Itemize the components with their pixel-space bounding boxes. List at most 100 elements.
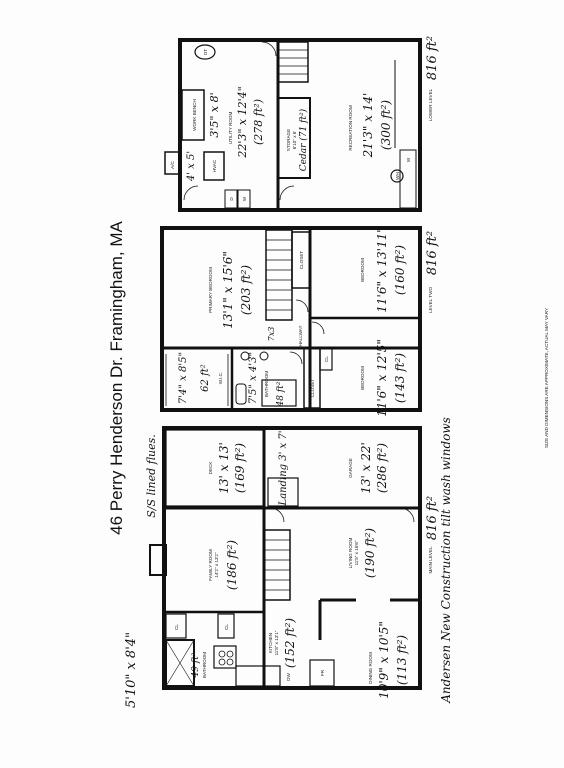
- ac-label: A/C: [170, 160, 175, 168]
- recreation-room-name: RECREATION ROOM: [348, 105, 353, 151]
- washer-box: [237, 189, 251, 209]
- door-swing: [311, 321, 325, 335]
- recreation-room-area-note: (300 ft²): [379, 100, 393, 150]
- hallway-name: HALLWAY: [298, 325, 303, 346]
- wic-name: W.I.C.: [218, 372, 223, 385]
- wic-dims-note: 7'4" x 8'5": [178, 352, 189, 404]
- main-level-outline: [162, 426, 422, 690]
- dishwasher-label: DW: [286, 673, 291, 681]
- level-two-cl-box: [319, 347, 333, 371]
- hallway-note: 7x3: [267, 327, 276, 342]
- dryer-box: [224, 189, 238, 209]
- dining-room-area-note: (113 ft²): [395, 635, 409, 685]
- living-room-area-note: (190 ft²): [363, 528, 377, 578]
- lower-stairs-treads: [278, 49, 308, 75]
- oil-tank-oval: [194, 44, 216, 60]
- fireplace: [149, 544, 167, 576]
- door-swing: [289, 351, 303, 365]
- utility-room-area-note: (278 ft²): [252, 99, 265, 145]
- primary-bedroom-area-note: (203 ft²): [239, 265, 253, 315]
- kitchen-name: KITCHEN: [268, 633, 273, 653]
- main-bathroom-name: BATHROOM: [202, 652, 207, 678]
- main-level-area: 816 ft²: [425, 496, 440, 540]
- main-bathroom-walls: [165, 639, 195, 687]
- landing-box: [267, 477, 299, 507]
- lower-level-area: 816 ft²: [425, 36, 440, 80]
- dining-room-dims-note: 10'9" x 10'5": [377, 621, 391, 699]
- main-stairs-treads: [264, 539, 290, 591]
- door-swing: [183, 185, 199, 201]
- main-cl-label-left: CL: [174, 624, 179, 630]
- living-room-name: LIVING ROOM: [348, 538, 353, 569]
- utility-room-name: UTILITY ROOM: [228, 112, 233, 145]
- level-two-stairs: [265, 229, 293, 321]
- recreation-room-dims-note: 21'3" x 14': [361, 93, 375, 159]
- disclaimer: SIZE AND DIMENSIONS ARE APPROXIMATE, ACT…: [544, 308, 549, 448]
- document-title: 46 Perry Henderson Dr. Framingham, MA: [107, 221, 126, 535]
- door-swing: [295, 299, 309, 313]
- main-cl-label-right: CL: [224, 624, 229, 630]
- main-bathroom-note: 49 ft²: [191, 652, 201, 678]
- fridge-label: FR: [320, 669, 325, 676]
- kitchen-dims: 11'8" x 13'1": [274, 630, 279, 655]
- level-two-label: LEVEL TWO: [428, 287, 433, 313]
- stove-burner: [226, 658, 234, 666]
- cl-label-level-two: CL: [324, 356, 329, 362]
- utility-room-dims-note: 22'3" x 12'4": [236, 86, 249, 158]
- work-bench-box: [181, 89, 205, 141]
- storage-dims: 6'10" x 6': [292, 131, 297, 150]
- deck-dims-note: 13' x 13': [217, 442, 231, 494]
- level-two-closet-lower: [303, 347, 321, 409]
- level-two-plan: [160, 226, 422, 412]
- lower-stairs: [277, 41, 309, 83]
- bedroom-2-dims-note: 11'6" x 12'5": [375, 339, 389, 417]
- level-two-stairs-treads: [266, 239, 292, 311]
- kitchen-counter: [213, 645, 237, 669]
- dining-room-name: DINING ROOM: [368, 652, 373, 684]
- water-heater-circle: [390, 169, 404, 183]
- kitchen-area-note: (152 ft²): [283, 618, 297, 668]
- landing-note: Landing 3' x 7': [278, 431, 289, 507]
- primary-bedroom-name: PRIMARY BEDROOM: [208, 267, 213, 313]
- kitchen-counter-bottom: [235, 665, 281, 687]
- level-two-bathroom-area-note: 48 ft²: [276, 381, 286, 407]
- wic-area-note: 62 ft²: [200, 364, 211, 392]
- lower-w-label: W: [406, 157, 411, 162]
- stove-burner: [218, 658, 226, 666]
- note-flues: S/S lined flues.: [145, 434, 158, 518]
- storage-name: STORAGE: [286, 129, 291, 151]
- bedroom-1-name: BEDROOM: [360, 258, 365, 282]
- dryer-label: D: [229, 197, 234, 201]
- family-room-name: FAMILY ROOM: [208, 549, 213, 581]
- sink-circle: [259, 351, 269, 361]
- shower-diagonal: [165, 639, 195, 687]
- hvac-name: HVAC: [212, 159, 217, 172]
- stove-burner: [218, 650, 226, 658]
- main-cl-box-right: [217, 613, 235, 639]
- hvac-note: 4' x 5': [186, 151, 197, 182]
- fridge-box: [309, 659, 335, 687]
- door-swing: [279, 185, 295, 201]
- bedroom-2-area-note: (143 ft²): [393, 353, 407, 403]
- level-two-bathroom-name: BATHROOM: [264, 371, 269, 397]
- lower-right-utility-box: [399, 149, 417, 209]
- stove-burner: [226, 650, 234, 658]
- garage-area-note: (286 ft²): [375, 443, 389, 493]
- lower-level-outline: [178, 38, 422, 212]
- garage-dims-note: 13' x 22': [359, 442, 373, 494]
- level-two-area: 816 ft²: [425, 231, 440, 275]
- primary-bedroom-dims-note: 13'1" x 15'6": [221, 251, 235, 329]
- door-swing: [269, 507, 285, 523]
- level-two-outline: [160, 226, 422, 412]
- door-swing: [399, 507, 415, 523]
- hvac-box: [203, 151, 225, 181]
- ac-unit-box: [164, 151, 180, 175]
- note-top-left: 5'10" x 8'4": [124, 632, 139, 708]
- garage-name: GARAGE: [348, 458, 353, 478]
- bedroom-1-area-note: (160 ft²): [393, 245, 407, 295]
- washer-label: W: [242, 196, 247, 201]
- bedroom-1-dims-note: 11'6" x 13'11": [375, 227, 389, 312]
- main-cl-box-left: [165, 613, 187, 639]
